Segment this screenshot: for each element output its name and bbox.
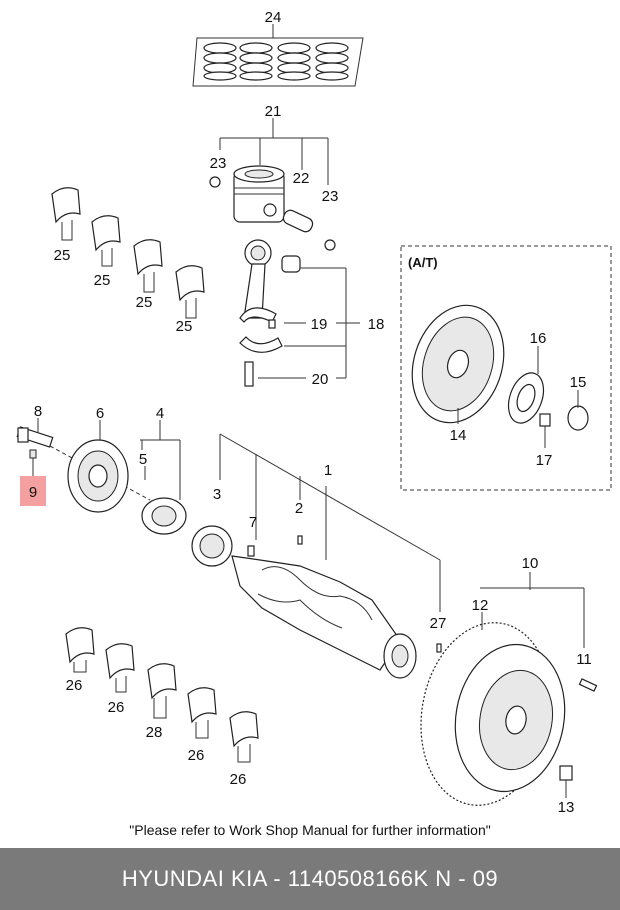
callout-26-c: 26: [188, 747, 205, 764]
piston-assembly: [209, 118, 336, 251]
at-label: (A/T): [408, 255, 438, 270]
callout-25-a: 25: [54, 247, 71, 264]
callout-14: 14: [450, 427, 467, 444]
callout-19: 19: [311, 316, 328, 333]
callout-6: 6: [96, 405, 104, 422]
callout-12: 12: [472, 597, 489, 614]
main-bearings-upper: [51, 187, 205, 319]
callout-23-clip-right: 23: [322, 188, 339, 205]
at-section-box: [400, 245, 612, 491]
callout-1: 1: [324, 462, 332, 479]
callout-25-b: 25: [94, 272, 111, 289]
callout-17: 17: [536, 452, 553, 469]
workshop-manual-note: "Please refer to Work Shop Manual for fu…: [129, 822, 491, 838]
callout-15: 15: [570, 374, 587, 391]
callout-22: 22: [293, 170, 310, 187]
callout-23-clip-left: 23: [210, 155, 227, 172]
flywheel-group: [420, 572, 598, 806]
callout-20: 20: [312, 371, 329, 388]
callout-2: 2: [295, 500, 303, 517]
drive-plate-group: [411, 304, 589, 448]
footer-bar: HYUNDAI KIA - 1140508166K N - 09: [0, 848, 620, 910]
callout-7: 7: [249, 514, 257, 531]
callout-27: 27: [430, 615, 447, 632]
crankshaft: [191, 433, 442, 679]
connecting-rod: [239, 239, 360, 387]
callout-5: 5: [139, 451, 147, 468]
callout-11: 11: [576, 651, 592, 668]
callout-13: 13: [558, 799, 575, 816]
callout-10: 10: [522, 555, 539, 572]
parts-diagram: 24 21 23 22 23 25 25 25 25 19 18 20 8 6 …: [16, 9, 612, 816]
damper-pulley-group: [16, 418, 187, 535]
piston-ring-set: [192, 24, 364, 87]
callout-26-d: 26: [230, 771, 247, 788]
callout-18: 18: [368, 316, 385, 333]
callout-24: 24: [265, 9, 282, 26]
callout-3: 3: [213, 486, 221, 503]
footer-text: HYUNDAI KIA - 1140508166K N - 09: [121, 866, 499, 891]
main-bearings-lower: [65, 627, 259, 763]
callout-25-c: 25: [136, 294, 153, 311]
callout-26-b: 26: [108, 699, 125, 716]
callout-4: 4: [156, 405, 164, 422]
callout-8: 8: [34, 403, 42, 420]
callout-25-d: 25: [176, 318, 193, 335]
callout-26-a: 26: [66, 677, 83, 694]
callout-28: 28: [146, 724, 163, 741]
callout-21: 21: [265, 103, 282, 120]
callout-16: 16: [530, 330, 547, 347]
callout-9-highlighted: 9: [29, 484, 37, 501]
